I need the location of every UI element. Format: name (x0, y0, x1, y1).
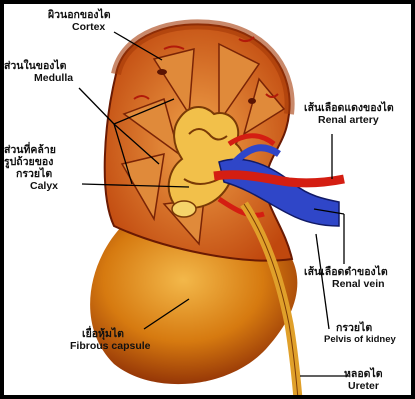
label-calyx-en: Calyx (30, 180, 58, 192)
label-calyx-th3: กรวยไต (16, 168, 58, 180)
label-ureter-th: หลอดไต (344, 368, 383, 380)
label-calyx: ส่วนที่คล้าย รูปถ้วยของ กรวยไต Calyx (4, 144, 58, 192)
label-fibrous-capsule: เยื่อหุ้มไต Fibrous capsule (70, 328, 151, 352)
label-renal-vein-en: Renal vein (332, 278, 388, 290)
label-capsule-en: Fibrous capsule (70, 340, 151, 352)
label-cortex-th: ผิวนอกของไต (48, 9, 111, 21)
label-cortex-en: Cortex (72, 21, 111, 33)
label-renal-vein: เส้นเลือดดำของไต Renal vein (304, 266, 388, 290)
label-pelvis-th: กรวยไต (336, 322, 396, 334)
label-calyx-th2: รูปถ้วยของ (4, 156, 58, 168)
label-medulla-th: ส่วนในของไต (4, 60, 73, 72)
label-renal-vein-th: เส้นเลือดดำของไต (304, 266, 388, 278)
label-ureter-en: Ureter (348, 380, 383, 392)
label-calyx-th1: ส่วนที่คล้าย (4, 144, 58, 156)
label-renal-artery-th: เส้นเลือดแดงของไต (304, 102, 394, 114)
label-pelvis-en: Pelvis of kidney (324, 334, 396, 346)
label-medulla: ส่วนในของไต Medulla (4, 60, 73, 84)
label-renal-artery: เส้นเลือดแดงของไต Renal artery (304, 102, 394, 126)
label-renal-artery-en: Renal artery (318, 114, 394, 126)
label-ureter: หลอดไต Ureter (344, 368, 383, 392)
label-cortex: ผิวนอกของไต Cortex (48, 9, 111, 33)
label-pelvis: กรวยไต Pelvis of kidney (324, 322, 396, 346)
label-capsule-th: เยื่อหุ้มไต (82, 328, 151, 340)
label-medulla-en: Medulla (34, 72, 73, 84)
